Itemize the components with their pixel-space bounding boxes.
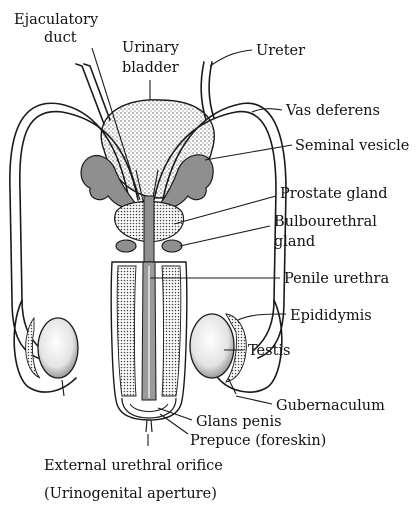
penis	[111, 262, 187, 432]
label-prepuce: Prepuce (foreskin)	[190, 433, 326, 449]
label-prostate-gland: Prostate gland	[280, 186, 388, 202]
prostatic-urethra	[144, 196, 154, 262]
label-urinary-bladder-2: bladder	[122, 60, 179, 76]
label-ureter: Ureter	[256, 43, 305, 59]
label-ejaculatory-duct-2: duct	[44, 30, 77, 46]
right-bulbourethral-gland	[162, 240, 182, 252]
leader-ureter	[210, 50, 252, 66]
right-ureter	[201, 62, 214, 120]
leader-gubernaculum	[236, 396, 272, 404]
leader-seminal-vesicle	[205, 145, 292, 160]
leader-bulbourethral-gland	[180, 226, 270, 246]
label-bulbourethral-gland-2: gland	[274, 234, 315, 250]
left-ureter	[76, 64, 110, 124]
label-external-orifice-2: (Urinogenital aperture)	[44, 486, 217, 502]
label-urinary-bladder-1: Urinary	[122, 40, 180, 56]
label-vas-deferens: Vas deferens	[285, 103, 380, 119]
label-external-orifice-1: External urethral orifice	[44, 458, 223, 474]
label-epididymis: Epididymis	[290, 308, 372, 324]
leader-prostate-gland	[174, 196, 276, 224]
label-bulbourethral-gland-1: Bulbourethral	[274, 214, 377, 230]
label-ejaculatory-duct-1: Ejaculatory	[14, 12, 99, 28]
label-penile-urethra: Penile urethra	[284, 271, 389, 287]
label-gubernaculum: Gubernaculum	[276, 398, 385, 414]
label-glans-penis: Glans penis	[196, 414, 282, 430]
label-testis: Testis	[248, 343, 290, 359]
label-seminal-vesicle: Seminal vesicle	[295, 138, 409, 154]
left-bulbourethral-gland	[116, 240, 136, 252]
